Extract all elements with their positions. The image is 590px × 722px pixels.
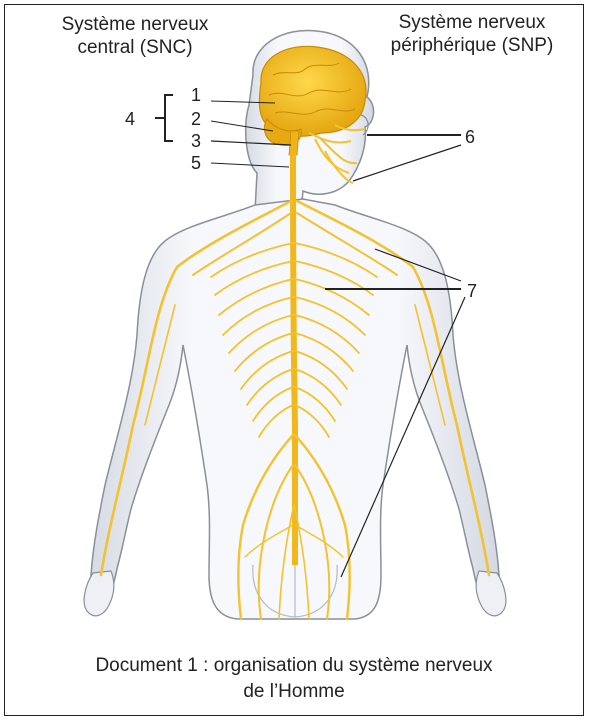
label-7: 7 [467, 281, 477, 301]
label-4: 4 [125, 109, 135, 129]
label-3: 3 [191, 131, 201, 151]
nervous-system-illustration: 1 2 3 4 5 6 7 [5, 5, 585, 645]
label-1: 1 [191, 85, 201, 105]
document-frame: Système nerveux central (SNC) Système ne… [4, 4, 584, 716]
spinal-cord [293, 153, 295, 565]
document-caption: Document 1 : organisation du système ner… [5, 653, 583, 705]
label-2: 2 [191, 109, 201, 129]
label-6: 6 [465, 127, 475, 147]
caption-line2: de l’Homme [5, 679, 583, 705]
caption-line1: Document 1 : organisation du système ner… [5, 653, 583, 679]
label-5: 5 [191, 153, 201, 173]
leader-6b [353, 145, 461, 181]
bracket-4 [155, 95, 173, 141]
